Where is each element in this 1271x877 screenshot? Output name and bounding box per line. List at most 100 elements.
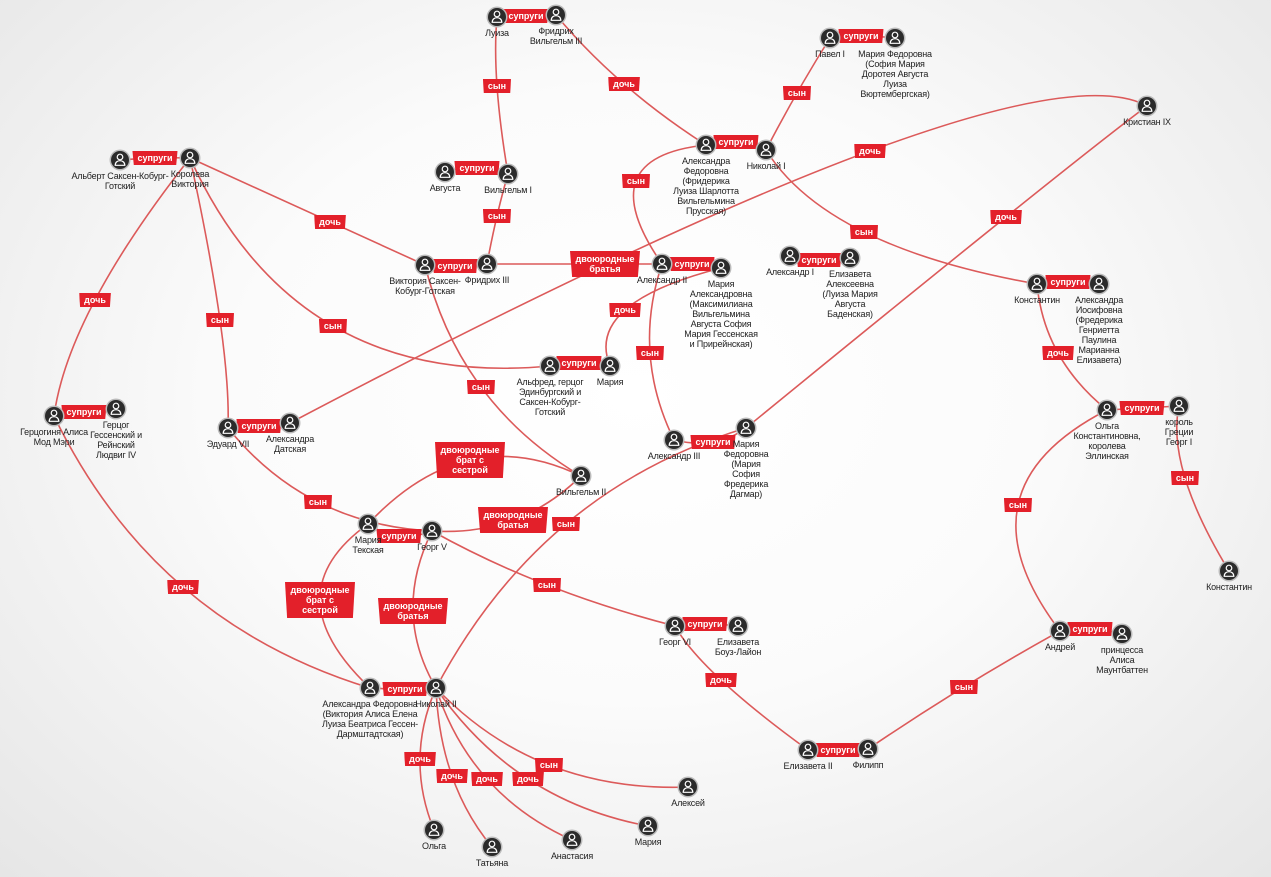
relation-tag-son[interactable]: сын — [782, 86, 812, 100]
person-icon[interactable] — [541, 357, 559, 375]
person-icon[interactable] — [483, 838, 501, 856]
person-icon[interactable] — [181, 149, 199, 167]
relation-tag-cousins[interactable]: двоюродные братья — [570, 251, 640, 277]
relation-tag-daughter[interactable]: дочь — [471, 772, 503, 786]
relation-tag-spouses[interactable]: супруги — [838, 29, 884, 43]
person-icon[interactable] — [821, 29, 839, 47]
relation-tag-spouses[interactable]: супруги — [713, 135, 759, 149]
person-icon[interactable] — [799, 741, 817, 759]
relation-tag-spouses[interactable]: супруги — [682, 617, 728, 631]
relation-tag-son[interactable]: сын — [1003, 498, 1033, 512]
person-icon[interactable] — [1113, 625, 1131, 643]
relation-tag-spouses[interactable]: супруги — [503, 9, 549, 23]
person-icon[interactable] — [781, 247, 799, 265]
person-icon[interactable] — [697, 136, 715, 154]
relation-tag-spouses[interactable]: супруги — [61, 405, 107, 419]
relation-tag-daughter[interactable]: дочь — [404, 752, 436, 766]
relation-tag-spouses[interactable]: супруги — [1119, 401, 1165, 415]
relation-tag-spouses[interactable]: супруги — [1045, 275, 1091, 289]
person-icon[interactable] — [729, 617, 747, 635]
relation-tag-spouses[interactable]: супруги — [796, 253, 842, 267]
relation-tag-son[interactable]: сын — [1170, 471, 1200, 485]
relation-tag-daughter[interactable]: дочь — [609, 303, 641, 317]
person-icon[interactable] — [1051, 622, 1069, 640]
person-icon[interactable] — [1090, 275, 1108, 293]
person-icon[interactable] — [111, 151, 129, 169]
person-icon[interactable] — [639, 817, 657, 835]
relation-tag-son[interactable]: сын — [534, 758, 564, 772]
person-icon[interactable] — [653, 255, 671, 273]
person-icon[interactable] — [1098, 401, 1116, 419]
relation-tag-daughter[interactable]: дочь — [1042, 346, 1074, 360]
person-icon[interactable] — [737, 419, 755, 437]
relation-tag-son[interactable]: сын — [482, 209, 512, 223]
person-icon[interactable] — [547, 6, 565, 24]
person-icon[interactable] — [281, 414, 299, 432]
relation-tag-son[interactable]: сын — [849, 225, 879, 239]
person-icon[interactable] — [601, 357, 619, 375]
edge-line — [494, 16, 509, 175]
person-icon[interactable] — [416, 256, 434, 274]
relation-tag-son[interactable]: сын — [949, 680, 979, 694]
relation-tag-son[interactable]: сын — [532, 578, 562, 592]
relation-tag-daughter[interactable]: дочь — [167, 580, 199, 594]
person-icon[interactable] — [841, 249, 859, 267]
relation-tag-son[interactable]: сын — [482, 79, 512, 93]
relation-tag-spouses[interactable]: супруги — [690, 435, 736, 449]
person-icon[interactable] — [107, 400, 125, 418]
relation-tag-daughter[interactable]: дочь — [990, 210, 1022, 224]
relation-tag-son[interactable]: сын — [318, 319, 348, 333]
person-icon[interactable] — [886, 29, 904, 47]
person-icon[interactable] — [665, 431, 683, 449]
person-icon[interactable] — [45, 407, 63, 425]
relation-tag-daughter[interactable]: дочь — [705, 673, 737, 687]
person-icon[interactable] — [1028, 275, 1046, 293]
relation-tag-son[interactable]: сын — [621, 174, 651, 188]
person-icon[interactable] — [679, 778, 697, 796]
person-icon[interactable] — [1220, 562, 1238, 580]
relation-tag-spouses[interactable]: супруги — [669, 257, 715, 271]
person-icon[interactable] — [572, 467, 590, 485]
person-icon[interactable] — [666, 617, 684, 635]
relation-tag-son[interactable]: сын — [551, 517, 581, 531]
relation-tag-spouses[interactable]: супруги — [556, 356, 602, 370]
relation-tag-daughter[interactable]: дочь — [436, 769, 468, 783]
person-icon[interactable] — [757, 141, 775, 159]
relation-tag-daughter[interactable]: дочь — [314, 215, 346, 229]
person-icon[interactable] — [436, 163, 454, 181]
person-icon[interactable] — [1138, 97, 1156, 115]
person-icon[interactable] — [478, 255, 496, 273]
relation-tag-daughter[interactable]: дочь — [79, 293, 111, 307]
relation-tag-spouses[interactable]: супруги — [1067, 622, 1113, 636]
relation-tag-son[interactable]: сын — [635, 346, 665, 360]
relation-tag-spouses[interactable]: супруги — [382, 682, 428, 696]
relation-tag-spouses[interactable]: супруги — [454, 161, 500, 175]
person-icon[interactable] — [219, 419, 237, 437]
person-icon[interactable] — [359, 515, 377, 533]
person-icon[interactable] — [859, 740, 877, 758]
person-icon[interactable] — [488, 8, 506, 26]
relation-tag-son[interactable]: сын — [466, 380, 496, 394]
relation-tag-spouses[interactable]: супруги — [376, 529, 422, 543]
relation-tag-spouses[interactable]: супруги — [432, 259, 478, 273]
person-icon[interactable] — [423, 522, 441, 540]
person-icon[interactable] — [427, 679, 445, 697]
person-icon[interactable] — [563, 831, 581, 849]
person-icon[interactable] — [1170, 397, 1188, 415]
relation-tag-cousins[interactable]: двоюродные братья — [478, 507, 548, 533]
relation-tag-daughter[interactable]: дочь — [608, 77, 640, 91]
relation-tag-son[interactable]: сын — [303, 495, 333, 509]
person-icon[interactable] — [499, 165, 517, 183]
relation-tag-cousins[interactable]: двоюродные брат с сестрой — [285, 582, 355, 618]
relation-tag-spouses[interactable]: супруги — [132, 151, 178, 165]
person-icon[interactable] — [425, 821, 443, 839]
relation-tag-cousins[interactable]: двоюродные брат с сестрой — [435, 442, 505, 478]
relation-tag-daughter[interactable]: дочь — [512, 772, 544, 786]
relation-tag-spouses[interactable]: супруги — [236, 419, 282, 433]
relation-tag-son[interactable]: сын — [205, 313, 235, 327]
relation-tag-cousins[interactable]: двоюродные братья — [378, 598, 448, 624]
relation-tag-daughter[interactable]: дочь — [854, 144, 886, 158]
relation-tag-spouses[interactable]: супруги — [815, 743, 861, 757]
person-icon[interactable] — [712, 259, 730, 277]
person-icon[interactable] — [361, 679, 379, 697]
